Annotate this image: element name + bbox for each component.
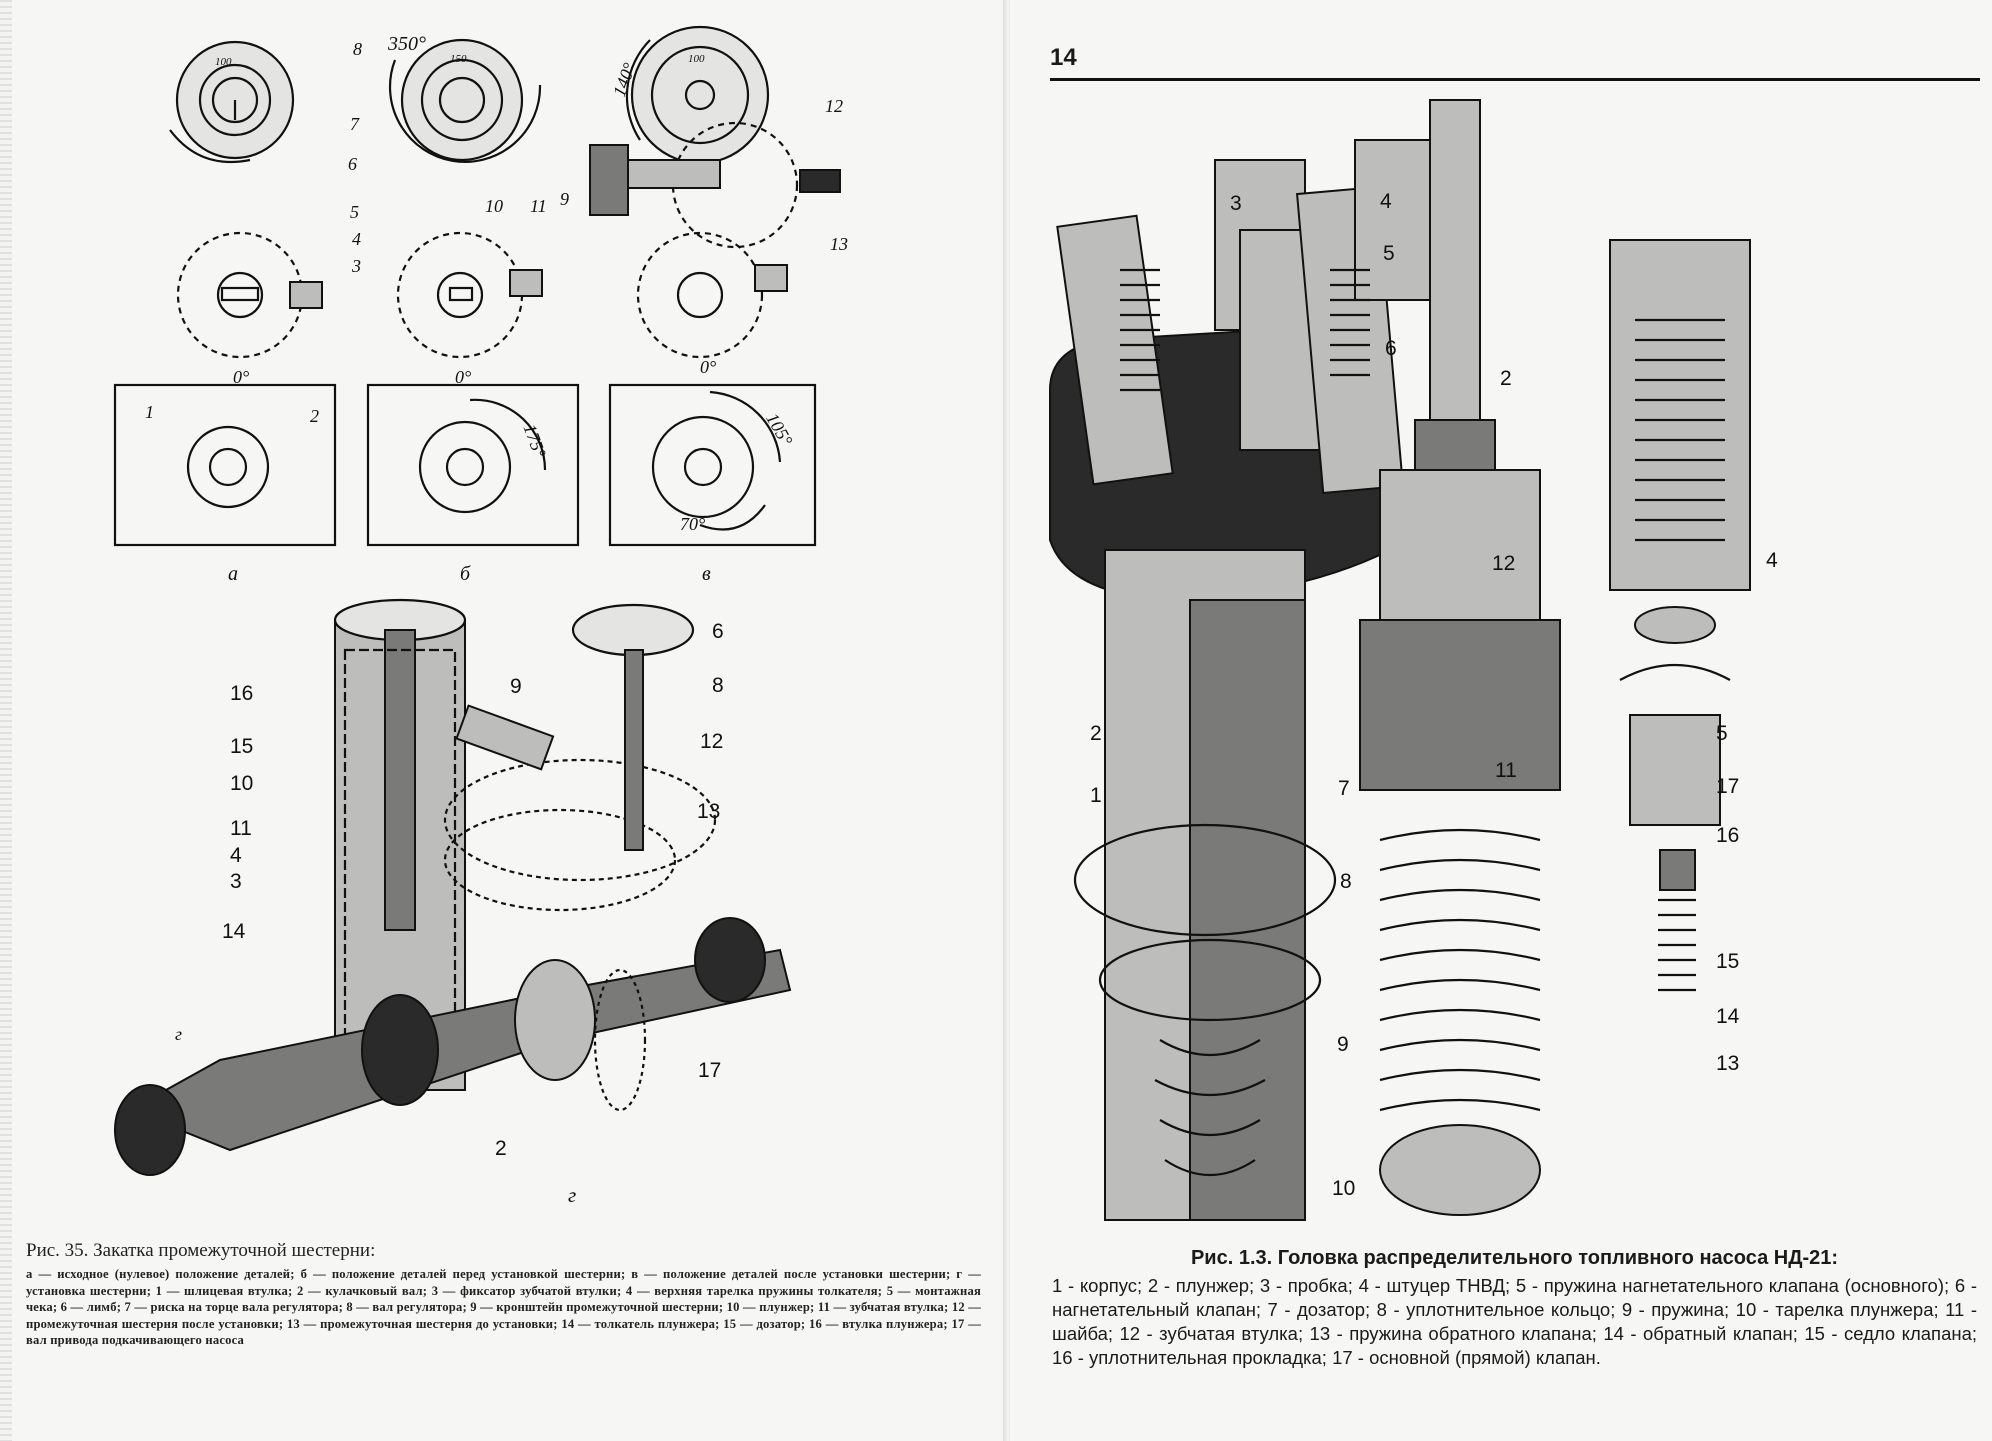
- callout-4: 4: [352, 229, 361, 249]
- panel-v-label: в: [702, 563, 711, 585]
- callout-r-4: 4: [1380, 190, 1392, 213]
- callout-10-g: 10: [230, 772, 253, 795]
- dial-a: 100: [169, 40, 295, 164]
- panel-g-label: г: [568, 1183, 576, 1207]
- right-caption-title: Рис. 1.3. Головка распределительного топ…: [1190, 1247, 1839, 1269]
- callout-r-8: 8: [1340, 870, 1352, 893]
- callout-r-9: 9: [1337, 1033, 1349, 1056]
- right-page: 14: [1010, 0, 1992, 1441]
- callout-10: 10: [485, 196, 503, 216]
- callout-r-14: 14: [1716, 1005, 1740, 1028]
- callout-6: 6: [348, 154, 357, 174]
- figure-1-3-pump-head: 1 2 3 4 5 6 7 8 9 10 11 12 2 4 5 17 16 1…: [1049, 99, 1778, 1221]
- callout-3: 3: [351, 256, 361, 276]
- callout-r-12: 12: [1492, 552, 1515, 575]
- callout-r-6: 6: [1385, 337, 1397, 360]
- right-caption-body: 1 - корпус; 2 - плунжер; 3 - пробка; 4 -…: [1052, 1275, 1977, 1368]
- left-caption-title: Рис. 35. Закатка промежуточной шестерни:: [26, 1240, 376, 1261]
- callout-r-16: 16: [1716, 824, 1739, 847]
- book-gutter: [1003, 0, 1013, 1441]
- figure-callouts: 1 2 3 4 5 6 7 8 9 10 11 12 2 4 5 17 16 1…: [1090, 190, 1778, 1200]
- callout-17-g: 17: [698, 1059, 721, 1082]
- top-callouts: 8 7 6 5 4 3 10 11 9 12 13 1 2: [145, 39, 848, 426]
- callout-r-7: 7: [1338, 777, 1350, 800]
- callout-r-17: 17: [1716, 775, 1739, 798]
- callout-16: 16: [230, 682, 253, 705]
- header-rule: [1050, 78, 1980, 81]
- figure-35-abv: 100 150 350° 100 140°: [113, 25, 848, 585]
- dial-v-100: 100: [688, 53, 705, 65]
- callout-r-2b: 2: [1500, 367, 1512, 390]
- pump-housing: [1049, 323, 1391, 1221]
- callout-r-4b: 4: [1766, 549, 1778, 572]
- assembly-callouts: 16 15 10 11 4 3 14 9 6 8 12 13 17 2: [222, 620, 724, 1160]
- callout-r-5: 5: [1383, 242, 1395, 265]
- left-page: 100 150 350° 100 140°: [0, 0, 981, 1441]
- panel-a-label: а: [228, 563, 238, 585]
- callout-1: 1: [145, 402, 154, 422]
- callout-r-3: 3: [1230, 192, 1242, 215]
- callout-12-g: 12: [700, 730, 723, 753]
- callout-r-13: 13: [1716, 1052, 1739, 1075]
- angle-175: 175°: [520, 421, 550, 460]
- callout-2: 2: [310, 406, 319, 426]
- callout-9-g: 9: [510, 675, 522, 698]
- angle-70: 70°: [680, 514, 705, 534]
- panel-g-small-label: г: [175, 1024, 182, 1044]
- panel-b-label: б: [460, 563, 471, 585]
- zero-b: 0°: [455, 367, 471, 387]
- callout-13: 13: [830, 234, 848, 254]
- callout-15: 15: [230, 735, 253, 758]
- zero-a: 0°: [233, 367, 249, 387]
- callout-8: 8: [353, 39, 362, 59]
- angle-350: 350°: [387, 33, 426, 55]
- callout-3-g: 3: [230, 870, 242, 893]
- scan-edge-noise: [0, 0, 12, 1441]
- callout-r-2: 2: [1090, 722, 1102, 745]
- left-caption-body: а — исходное (нулевое) положение деталей…: [26, 1267, 981, 1347]
- zero-v: 0°: [700, 357, 716, 377]
- valve-parts: [1609, 239, 1751, 992]
- dial-b: 150 350°: [387, 33, 542, 163]
- left-figure-caption: Рис. 35. Закатка промежуточной шестерни:…: [26, 1240, 981, 1349]
- index-plates: 175° 105° 70° а б в: [113, 383, 817, 585]
- callout-r-15: 15: [1716, 950, 1739, 973]
- callout-12: 12: [825, 96, 843, 116]
- callout-7: 7: [350, 114, 360, 134]
- fittings: [1056, 139, 1446, 494]
- callout-11: 11: [530, 196, 547, 216]
- callout-9: 9: [560, 189, 569, 209]
- dial-a-100: 100: [215, 56, 232, 68]
- callout-2-g: 2: [495, 1137, 507, 1160]
- angle-105: 105°: [762, 410, 796, 450]
- callout-8-g: 8: [712, 674, 724, 697]
- callout-r-1: 1: [1090, 784, 1102, 807]
- callout-5: 5: [350, 202, 359, 222]
- callout-14-g: 14: [222, 920, 246, 943]
- gear-row: 0° 0° 0°: [176, 231, 788, 387]
- callout-11-g: 11: [230, 817, 252, 840]
- figure-35-g-assembly: 16 15 10 11 4 3 14 9 6 8 12 13 17 2 г г: [114, 598, 792, 1207]
- callout-r-10: 10: [1332, 1177, 1355, 1200]
- callout-6-g: 6: [712, 620, 724, 643]
- callout-13-g: 13: [697, 800, 720, 823]
- page-number: 14: [1050, 44, 1077, 71]
- plunger: [1359, 99, 1561, 1216]
- callout-r-5b: 5: [1716, 722, 1728, 745]
- callout-r-11: 11: [1495, 759, 1517, 782]
- dial-b-150: 150: [450, 53, 467, 65]
- dial-v: 100 140°: [589, 25, 841, 249]
- callout-4-g: 4: [230, 844, 242, 867]
- right-figure-caption: Рис. 1.3. Головка распределительного топ…: [1052, 1247, 1977, 1370]
